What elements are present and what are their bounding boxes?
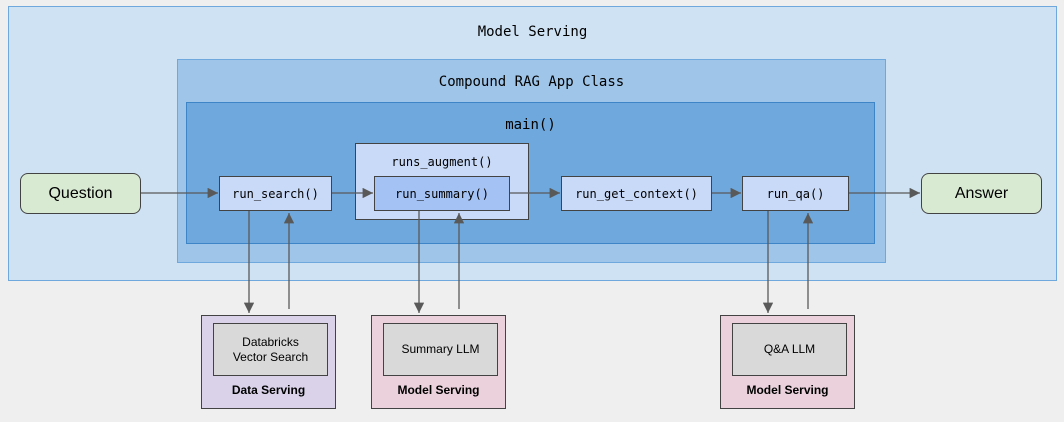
summary-model-serving-service: Summary LLM Model Serving: [371, 315, 506, 409]
question-node: Question: [20, 173, 141, 214]
data-serving-service: Databricks Vector Search Data Serving: [201, 315, 336, 409]
qa-model-serving-service: Q&A LLM Model Serving: [720, 315, 855, 409]
run-summary-node: run_summary(): [374, 176, 510, 211]
summary-llm-node: Summary LLM: [383, 323, 498, 376]
main-function-title: main(): [505, 117, 556, 133]
qa-model-serving-label: Model Serving: [746, 383, 829, 397]
rag-app-class-title: Compound RAG App Class: [438, 74, 625, 90]
run-get-context-node: run_get_context(): [561, 176, 712, 211]
runs-augment-title: runs_augment(): [391, 155, 493, 169]
answer-node: Answer: [921, 173, 1042, 214]
main-function-container: main(): [186, 102, 875, 244]
qa-llm-node: Q&A LLM: [732, 323, 847, 376]
data-serving-label: Data Serving: [231, 383, 306, 397]
run-qa-node: run_qa(): [742, 176, 849, 211]
run-search-node: run_search(): [219, 176, 332, 211]
vector-search-node: Databricks Vector Search: [213, 323, 328, 376]
model-serving-title: Model Serving: [477, 24, 588, 40]
summary-model-serving-label: Model Serving: [397, 383, 480, 397]
